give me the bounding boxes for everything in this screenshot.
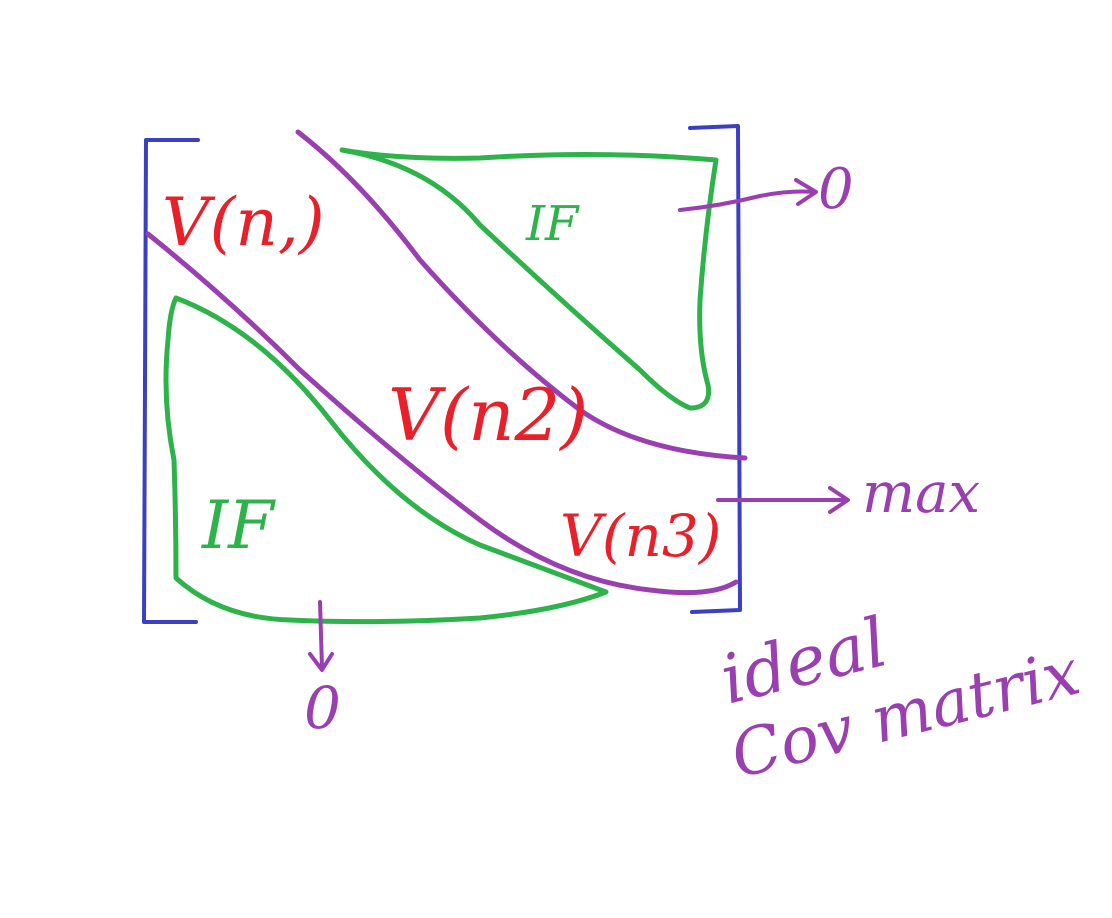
annotation-zero-bottom: 0 (304, 674, 341, 742)
lower-band-line (145, 231, 739, 596)
left-bracket (142, 138, 200, 624)
right-bracket (688, 124, 742, 614)
annotation-max: max (862, 461, 980, 526)
label-v-n2: V(n2) (388, 373, 588, 457)
arrow-right-icon (716, 486, 850, 514)
annotation-zero-right: 0 (818, 157, 854, 222)
label-v-n1: V(n,) (162, 184, 325, 261)
label-v-n3: V(n3) (560, 502, 721, 570)
upper-if-region (339, 147, 719, 411)
arrow-down-icon (308, 600, 334, 672)
lower-if-region (163, 295, 609, 625)
arrow-right-icon (678, 178, 818, 212)
label-if-upper: IF (525, 196, 580, 252)
label-if-lower: IF (201, 487, 276, 564)
upper-band-line (295, 129, 748, 461)
